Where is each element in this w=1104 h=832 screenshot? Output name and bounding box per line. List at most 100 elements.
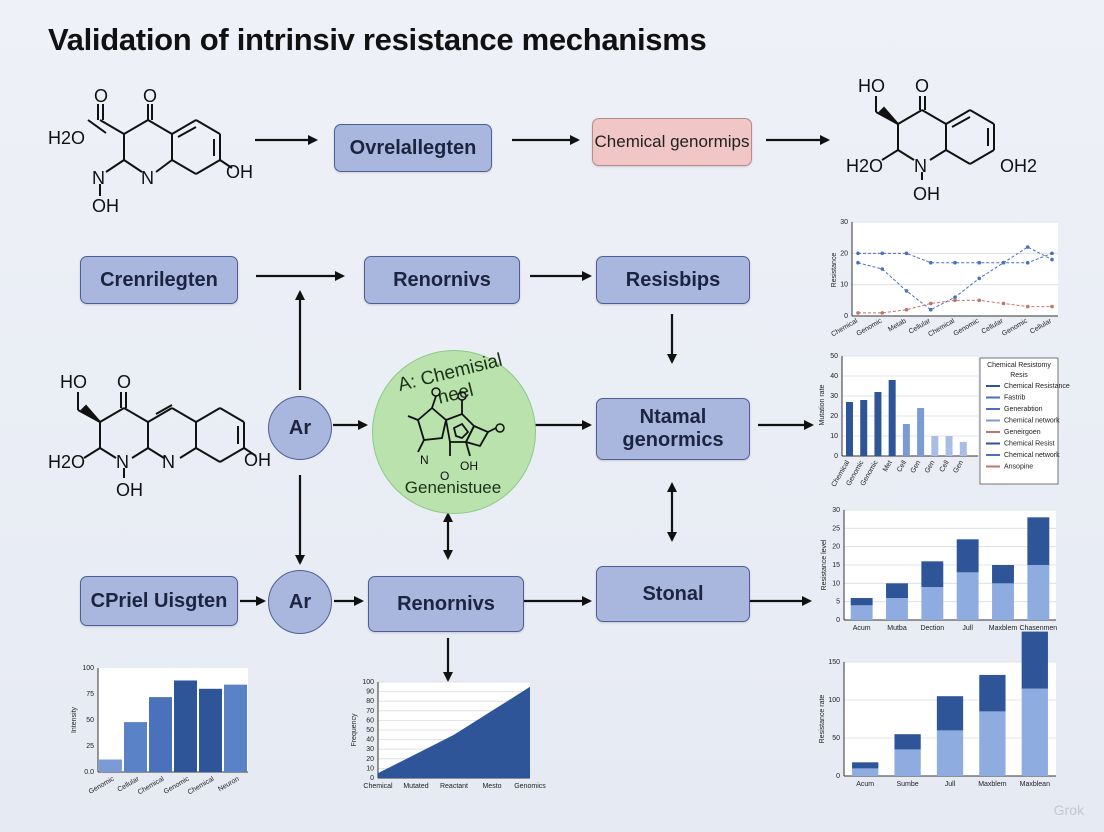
x-tick-label: Maxblem <box>978 781 1007 788</box>
bar-segment <box>850 605 873 620</box>
bar <box>931 436 939 456</box>
y-tick-label: 20 <box>366 756 374 763</box>
bar-segment <box>886 598 908 620</box>
x-tick-label: Dection <box>920 625 944 632</box>
x-tick-label: Jull <box>945 781 956 788</box>
bar <box>945 436 953 456</box>
page-title: Validation of intrinsiv resistance mecha… <box>48 22 707 57</box>
bar-segment <box>1027 565 1050 620</box>
data-point <box>928 260 933 265</box>
y-tick-label: 100 <box>362 679 374 686</box>
legend-entry: Chemical network <box>1004 418 1060 425</box>
bar-segment <box>992 565 1014 584</box>
data-point <box>1050 257 1054 262</box>
x-tick-label: Genomic <box>1001 317 1029 337</box>
x-tick-label: Chemical <box>363 783 393 790</box>
atom-label: O <box>94 86 108 106</box>
data-point <box>1025 304 1030 309</box>
bar <box>99 759 122 772</box>
y-tick-label: 0 <box>836 773 840 780</box>
x-tick-label: Jull <box>962 625 973 632</box>
atom-label: HO <box>858 76 885 96</box>
ovrelallegten-box: Ovrelallegten <box>334 124 492 172</box>
bar-segment <box>1021 631 1048 689</box>
y-axis-label: Mutation rate <box>819 384 826 425</box>
ntamal-genormics-label: Ntamal genormics <box>622 406 724 451</box>
x-tick-label: Genomic <box>88 775 116 795</box>
data-point <box>1050 304 1054 309</box>
ntamal-genormics-box: Ntamal genormics <box>596 398 750 460</box>
atom-label: N <box>116 452 129 472</box>
x-tick-label: Met <box>882 459 894 473</box>
molecule-mid-left <box>77 392 257 478</box>
data-point <box>977 298 982 303</box>
atom-label: OH <box>116 480 143 500</box>
bar-segment <box>979 711 1006 776</box>
y-tick-label: 30 <box>832 507 840 514</box>
x-tick-label: Acum <box>853 625 871 632</box>
data-point <box>953 260 957 265</box>
x-tick-label: Cell <box>896 459 908 473</box>
bar-segment <box>936 730 964 776</box>
atom-label: OH <box>226 162 253 182</box>
stonal-label: Stonal <box>642 582 704 605</box>
data-point <box>928 307 933 312</box>
x-tick-label: Reactant <box>440 783 468 790</box>
bar-segment <box>936 696 964 731</box>
data-point <box>1025 260 1030 265</box>
data-point <box>904 289 909 293</box>
x-tick-label: Chemical <box>927 317 956 338</box>
atom-label: H2O <box>48 128 85 148</box>
bar <box>149 697 172 772</box>
atom-label: N <box>92 168 105 188</box>
data-point <box>880 267 885 271</box>
data-point <box>1001 301 1006 306</box>
ar-bottom-label: Ar <box>288 590 312 613</box>
bar-segment <box>850 598 873 606</box>
data-point <box>904 251 909 256</box>
y-tick-label: 100 <box>82 665 94 672</box>
atom-label: O <box>143 86 157 106</box>
resisbips-label: Resisbips <box>625 268 721 291</box>
ar-bottom-node: Ar <box>268 570 332 634</box>
bar <box>888 380 896 456</box>
data-point <box>880 311 885 315</box>
bar <box>917 408 925 456</box>
y-tick-label: 50 <box>830 353 838 360</box>
y-tick-label: 60 <box>366 717 374 724</box>
x-tick-label: Mutated <box>403 783 428 790</box>
bar-segment <box>1027 517 1050 565</box>
data-point <box>977 260 982 265</box>
crenrilegten-label: Crenrilegten <box>100 268 218 291</box>
y-tick-label: 10 <box>832 580 840 587</box>
crenrilegten-box: Crenrilegten <box>80 256 238 304</box>
atom-label: N <box>914 156 927 176</box>
x-tick-label: Acum <box>856 781 874 788</box>
bar <box>224 684 247 772</box>
x-tick-label: Chemical <box>830 317 859 338</box>
y-axis-label: Resistance <box>831 253 838 288</box>
bar-segment <box>956 539 979 573</box>
resisbips-box: Resisbips <box>596 256 750 304</box>
x-tick-label: Cell <box>939 459 951 473</box>
y-tick-label: 50 <box>366 727 374 734</box>
y-tick-label: 150 <box>828 659 840 666</box>
y-axis-label: Resistance level <box>821 539 828 590</box>
y-tick-label: 20 <box>830 413 838 420</box>
y-tick-label: 0 <box>834 453 838 460</box>
renornivs-bottom-label: Renornivs <box>397 592 495 615</box>
y-tick-label: 10 <box>830 433 838 440</box>
legend-entry: Ansopine <box>1004 464 1033 471</box>
x-tick-label: Sumbe <box>897 781 919 788</box>
x-tick-label: Maxblean <box>1020 781 1050 788</box>
bar <box>846 402 853 456</box>
plot-area <box>98 668 248 772</box>
cpriel-uisgten-label: CPriel Uisgten <box>90 589 228 612</box>
legend-entry: Generabtion <box>1004 406 1043 413</box>
atom-label: OH <box>913 184 940 204</box>
y-tick-label: 80 <box>366 698 374 705</box>
x-tick-label: Genomic <box>952 317 980 337</box>
